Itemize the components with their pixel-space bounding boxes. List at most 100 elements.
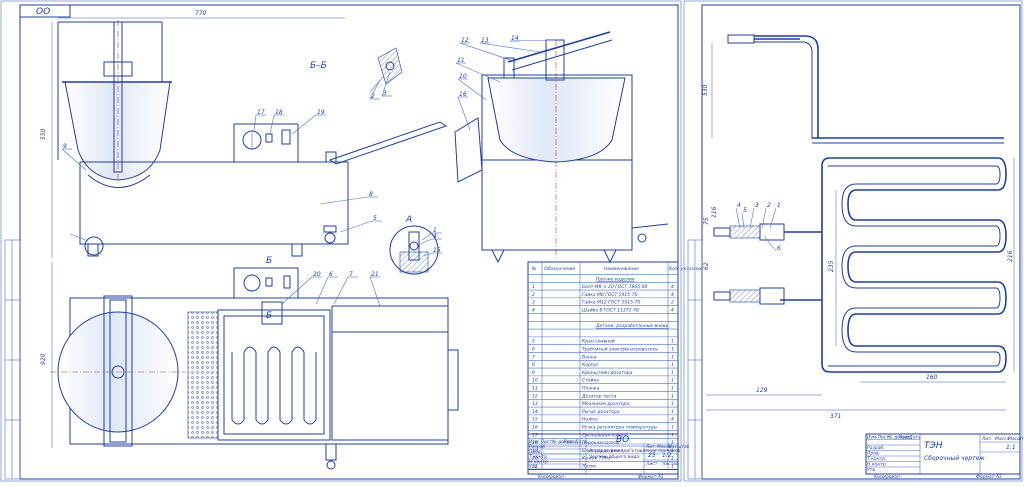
tb-field: Лист <box>540 439 553 445</box>
bom-cell-name: Лоток <box>581 463 597 469</box>
bom-cell-qty: 1 <box>671 354 674 360</box>
bom-frame <box>527 261 679 470</box>
callout-leader <box>457 78 487 101</box>
tb2-field: Утв. <box>867 467 876 473</box>
bom-section-title: Детали, разработанные вновь <box>595 323 668 329</box>
callout-leader <box>457 96 471 131</box>
tb-field: Н.контр. <box>529 459 549 465</box>
bom-cell-pos: 11 <box>532 385 538 391</box>
callout-leader <box>423 252 433 257</box>
bom-cell-name: Сигнальная лампа <box>582 432 626 438</box>
bom-cell-name: Планка <box>582 385 600 391</box>
callout-label: 2 <box>767 202 771 209</box>
callout-label: 3 <box>383 90 387 97</box>
bom-header-pos: № <box>531 266 537 272</box>
bom-cell-pos: 12 <box>532 393 538 399</box>
heater-lead-top: 530 <box>702 34 1004 144</box>
bom-cell-pos: 14 <box>532 409 538 415</box>
bom-cell-name: Болт М8 × 20 ГОСТ 7805-80 <box>582 284 648 290</box>
bom-cell-name: Стойка <box>582 378 599 384</box>
bom-cell-qty: 1 <box>671 385 674 391</box>
bom-cell-pos: 17 <box>532 432 538 438</box>
binding-strip-2 <box>687 239 703 480</box>
callout-leader <box>269 114 275 135</box>
callout-leader <box>61 148 87 171</box>
callout-label: 10 <box>459 73 467 80</box>
tb-field: Изм. <box>529 439 540 445</box>
callout-label: 5 <box>743 207 747 214</box>
heater-terminal-1 <box>713 223 822 241</box>
dim-d9: 116 <box>711 206 718 218</box>
sheet-2-outer-frame <box>683 0 1023 482</box>
tb2-field: № докум. <box>887 435 910 441</box>
callout-label: 6 <box>777 245 781 252</box>
tb2-copied: Копировал <box>874 474 900 480</box>
bom-cell-pos: 1 <box>532 284 535 290</box>
callout-label: 20 <box>313 271 321 278</box>
callout-label: 4 <box>737 202 741 209</box>
dim-d4: 129 <box>756 387 768 394</box>
bom-cell-name: Гайка М8 ГОСТ 5915-70 <box>582 292 638 298</box>
bom-cell-pos: 18 <box>532 440 538 446</box>
tb-field: Подп. <box>564 439 578 445</box>
tb-field: Пров. <box>529 449 542 455</box>
dim-width-top: 770 <box>195 10 207 17</box>
callout-leader <box>291 114 317 135</box>
bom-cell-pos: 5 <box>532 339 535 345</box>
bom-cell-qty: 4 <box>671 292 674 298</box>
bom-cell-qty: 1 <box>671 432 674 438</box>
view-b-label-1: Б <box>266 256 272 266</box>
output-chute <box>328 121 448 165</box>
dim-d1: 530 <box>702 84 709 96</box>
bom-cell-name: Шайба 8 ГОСТ 11371-78 <box>582 307 639 313</box>
dim-d3: 216 <box>1007 250 1014 262</box>
bom-cell-pos: 20 <box>532 456 538 462</box>
dim-d7: 62 <box>703 262 710 270</box>
bom-cell-pos: 2 <box>532 292 535 298</box>
tb2-field: Масштаб <box>1008 436 1024 442</box>
callout-leader <box>369 276 381 307</box>
callout-label: 13 <box>481 37 489 44</box>
bom-cell-name: Корпус <box>582 362 599 368</box>
callout-label: 4 <box>433 233 437 240</box>
dim-d6: 371 <box>830 413 841 420</box>
callout-leader <box>763 235 777 252</box>
tb2-title: ТЭН <box>924 441 943 451</box>
callout-leader <box>741 212 745 229</box>
callout-leader <box>419 238 433 245</box>
bom-cell-qty: 1 <box>671 463 674 469</box>
dim-d2: 235 <box>828 260 835 272</box>
callout-label: 1 <box>777 202 781 209</box>
bom-cell-qty: 4 <box>671 307 674 313</box>
heater-serpentine <box>780 157 1007 373</box>
fryer-bath <box>217 309 331 441</box>
bom-cell-qty: 1 <box>671 448 674 454</box>
bom-cell-name: Трубчатый электронагреватель <box>582 346 658 352</box>
bom-cell-pos: 6 <box>532 346 535 352</box>
bom-cell-pos: 3 <box>532 300 535 306</box>
callout-leader <box>479 42 541 53</box>
callout-label: 17 <box>257 109 265 116</box>
tb2-field: Пров. <box>867 451 880 457</box>
sheet-1-outer-frame <box>0 0 682 482</box>
tb-field: Масштаб <box>668 444 690 450</box>
output-tray <box>331 305 449 333</box>
bom-cell-name: Рычаг дозатора <box>582 409 620 415</box>
bom-cell-name: Ванна <box>582 354 597 360</box>
bom-header-qty: Кол. указание <box>669 266 703 272</box>
tb-code: ВО <box>616 435 629 445</box>
bom-cell-pos: 19 <box>532 448 538 454</box>
bom-cell-qty: 1 <box>671 424 674 430</box>
dim-height-left: 550 <box>40 128 47 140</box>
bom-cell-name: Переключатель <box>582 440 620 446</box>
bom-header-designation: Обозначение <box>544 266 575 272</box>
section-label: Б–Б <box>310 61 327 71</box>
bom-cell-qty: 1 <box>671 456 674 462</box>
tb-field: № докум. <box>551 439 574 445</box>
callout-leader <box>769 207 777 229</box>
bom-cell-pos: 9 <box>532 370 535 376</box>
